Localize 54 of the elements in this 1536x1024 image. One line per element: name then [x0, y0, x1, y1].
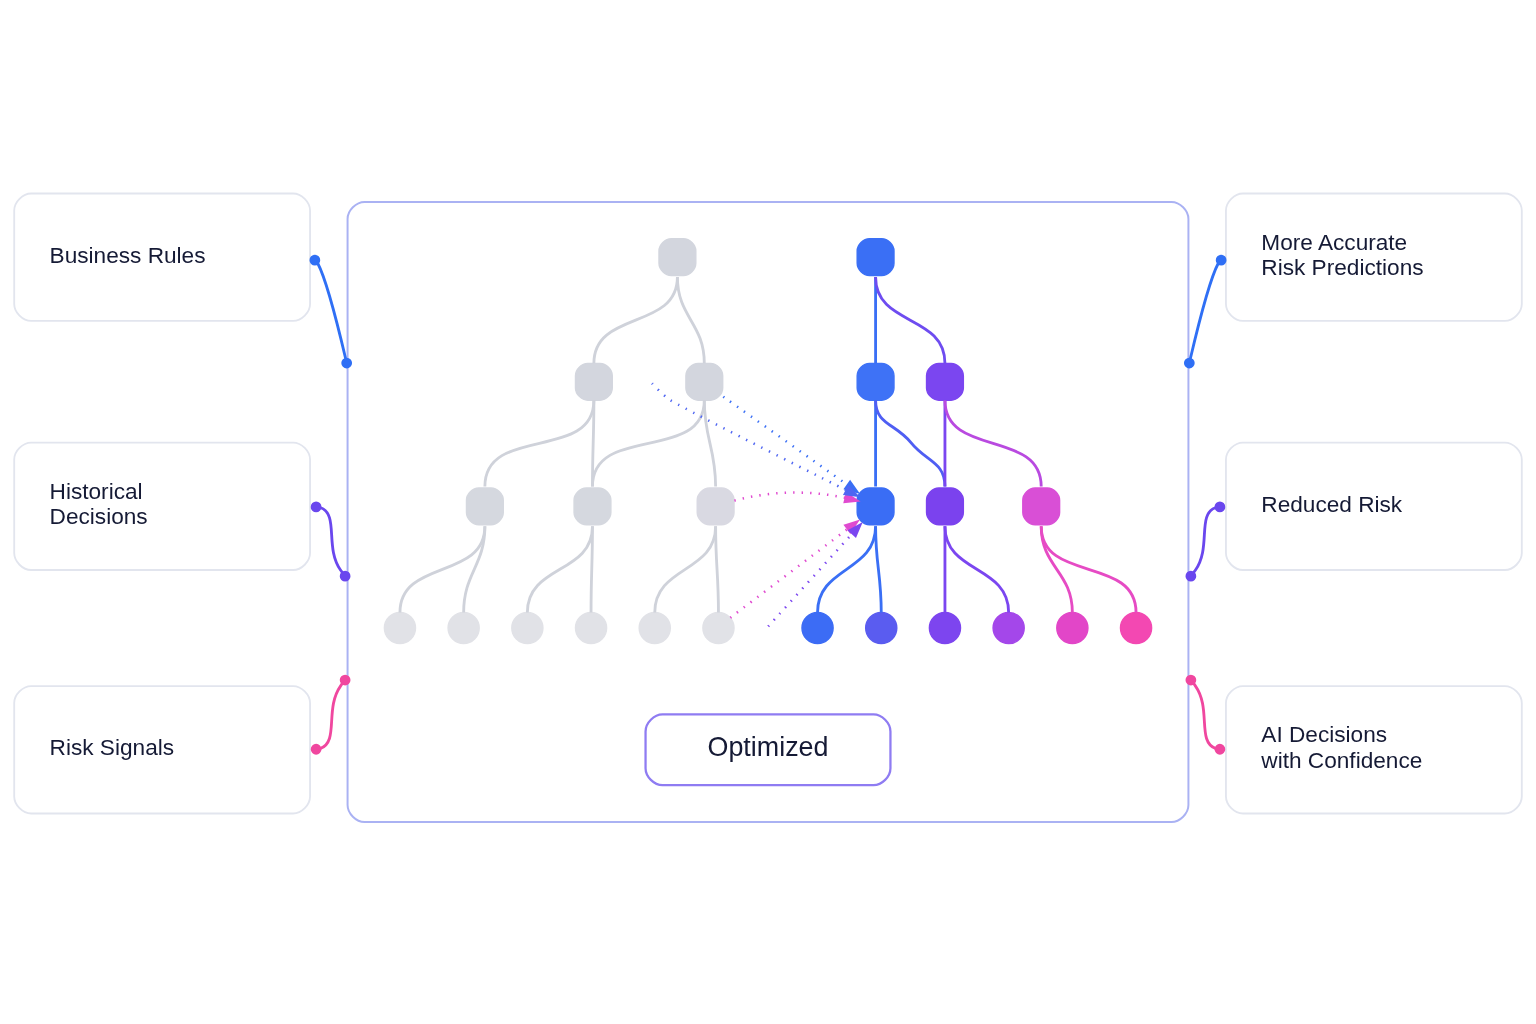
connector — [1185, 501, 1226, 582]
connector — [874, 276, 947, 364]
node-circle — [928, 611, 962, 645]
connector — [483, 399, 596, 487]
node-box — [925, 362, 965, 401]
node-box: Risk Signals — [13, 685, 311, 815]
node-box: AI Decisions with Confidence — [1225, 685, 1523, 815]
node-circle — [447, 611, 480, 645]
connector — [874, 526, 883, 613]
node-box — [856, 487, 895, 526]
node-circle — [702, 611, 735, 645]
node-circle — [864, 611, 898, 645]
connector — [591, 399, 706, 487]
node-circle — [992, 611, 1025, 645]
connector — [1185, 674, 1226, 755]
connector — [653, 526, 718, 613]
node-box — [465, 487, 504, 526]
connector — [398, 525, 487, 613]
node-box — [685, 362, 724, 401]
node-circle — [574, 611, 608, 645]
node-box — [573, 487, 612, 526]
node-circle — [801, 611, 834, 645]
connector — [714, 526, 720, 613]
node-box — [925, 487, 965, 526]
connector — [310, 501, 351, 582]
connector — [1183, 254, 1227, 369]
node-box — [1022, 487, 1061, 526]
connector — [874, 400, 947, 487]
connector — [1039, 525, 1138, 613]
node-box: Historical Decisions — [13, 441, 311, 571]
node-box — [856, 362, 895, 401]
connector — [943, 526, 1011, 613]
connector — [310, 674, 351, 755]
connector — [589, 526, 594, 613]
node-circle — [638, 611, 672, 645]
node-box: Reduced Risk — [1225, 441, 1523, 571]
node-circle — [1056, 611, 1089, 645]
connector — [702, 400, 718, 487]
node-box: More Accurate Risk Predictions — [1225, 192, 1523, 322]
connector — [943, 399, 1043, 487]
connector — [525, 526, 594, 613]
connector — [676, 276, 706, 364]
connector — [462, 526, 487, 613]
node-circle — [1119, 611, 1153, 645]
node-box: Business Rules — [13, 192, 311, 322]
node-box: Optimized — [644, 713, 892, 787]
node-circle — [383, 611, 417, 645]
connector — [309, 254, 353, 369]
node-box — [574, 362, 613, 401]
node-box — [696, 487, 735, 526]
node-circle — [511, 611, 544, 645]
node-box — [658, 238, 697, 277]
arrow — [734, 491, 861, 504]
node-box — [856, 238, 895, 277]
